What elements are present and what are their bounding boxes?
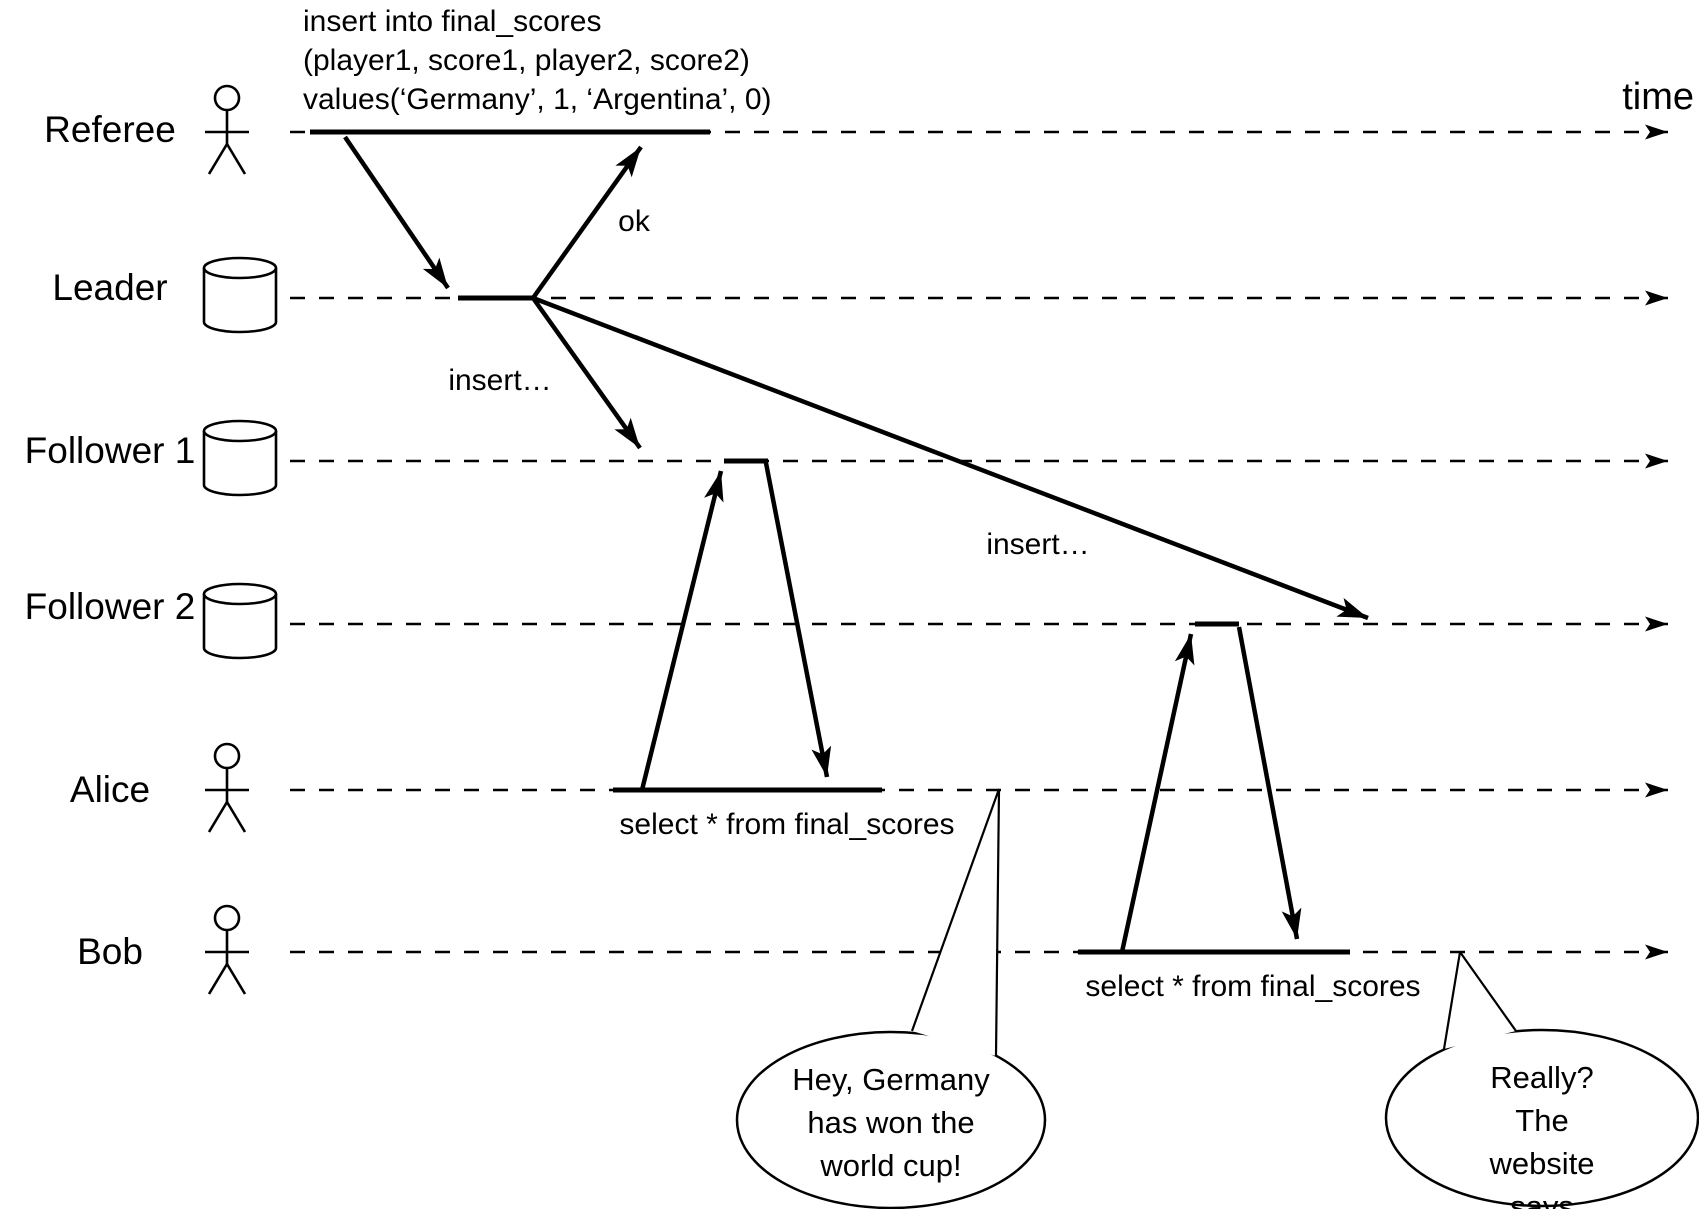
alice-read-response-arrow	[763, 462, 832, 778]
bob-read-request-arrow	[1119, 633, 1195, 953]
insert-query-line-1: insert into final_scores	[303, 5, 602, 38]
alice-bubble-tail-fill	[912, 789, 999, 1056]
actor-label-bob: Bob	[77, 931, 143, 972]
speech-bubbles	[735, 788, 1699, 1209]
bob-bubble-line-1: Really? The	[1490, 1060, 1594, 1138]
bob-select-label: select * from final_scores	[1085, 970, 1421, 1003]
actor-label-follower2: Follower 2	[24, 586, 196, 627]
bob-bubble-text: Really? The website says they’re still p…	[1464, 1056, 1621, 1209]
insert-query-line-2: (player1, score1, player2, score2)	[303, 44, 750, 77]
alice-bubble-text: Hey, Germany has won the world cup!	[792, 1058, 990, 1187]
leader-insert-follower1-arrow	[531, 296, 642, 450]
referee-insert-arrow	[343, 135, 450, 290]
leader-insert-follower2-arrow	[532, 295, 1369, 621]
actor-label-leader: Leader	[52, 267, 168, 308]
insert-follower2-label: insert…	[986, 528, 1090, 561]
insert-follower1-label: insert…	[448, 364, 552, 397]
insert-query-line-3: values(‘Germany’, 1, ‘Argentina’, 0)	[303, 83, 772, 116]
actor-label-referee: Referee	[44, 109, 176, 150]
actor-label-follower1: Follower 1	[24, 430, 196, 471]
referee-person-icon	[205, 84, 249, 175]
leader-database-icon	[202, 256, 278, 334]
leader-ok-arrow	[531, 145, 643, 300]
bob-bubble-line-2: website says they’re	[1489, 1146, 1595, 1209]
actor-label-alice: Alice	[69, 769, 151, 810]
follower1-database-icon	[202, 419, 278, 497]
actor-icons	[202, 84, 278, 995]
alice-select-label: select * from final_scores	[619, 808, 955, 841]
bob-read-response-arrow	[1236, 626, 1302, 940]
bob-bubble-tail-fill	[1444, 952, 1516, 1049]
insert-query-text: insert into final_scores (player1, score…	[303, 2, 772, 119]
bob-person-icon	[205, 904, 249, 995]
bob-bubble-tail	[1442, 951, 1517, 1050]
alice-bubble-line-2: has won the	[807, 1105, 975, 1140]
alice-bubble-line-1: Hey, Germany	[792, 1062, 990, 1097]
alice-bubble-line-3: world cup!	[820, 1148, 962, 1183]
alice-read-request-arrow	[639, 470, 724, 791]
alice-speech-bubble	[735, 1030, 1047, 1209]
timelines	[290, 124, 1668, 960]
message-arrows	[343, 135, 1369, 953]
alice-bubble-tail	[910, 788, 1001, 1057]
bob-speech-bubble	[1384, 1028, 1699, 1208]
follower2-database-icon	[202, 582, 278, 660]
ok-label: ok	[618, 205, 650, 238]
alice-person-icon	[205, 742, 249, 833]
time-axis-label: time	[1622, 76, 1694, 118]
